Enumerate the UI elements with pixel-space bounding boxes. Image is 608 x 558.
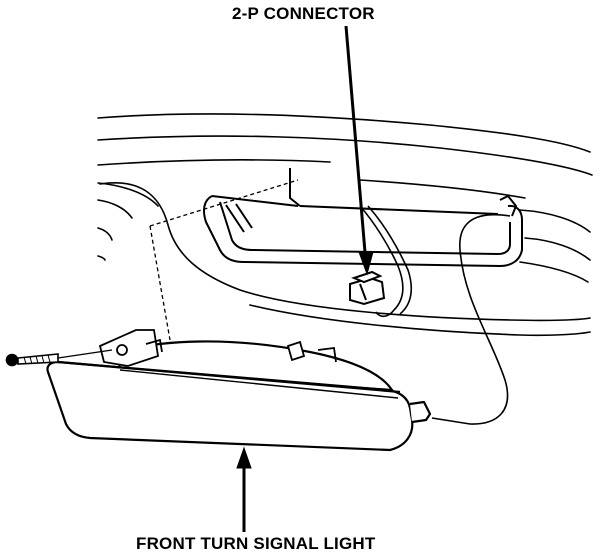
alignment-line-upper	[149, 179, 299, 227]
connector-latch	[359, 283, 367, 301]
turn-signal-arrow-head	[236, 446, 252, 469]
bracket-inner	[219, 201, 511, 255]
screw-alignment-line	[57, 349, 113, 359]
bumper-line-3	[97, 159, 331, 166]
bracket-tab-left	[289, 168, 301, 207]
connector-callout-arrow	[344, 25, 374, 276]
lens-bracket-body	[98, 329, 160, 367]
harness-wire-c	[375, 309, 395, 318]
harness-wire-a	[359, 205, 404, 311]
bumper-lower-edge	[249, 304, 591, 337]
bracket-clip	[145, 338, 163, 353]
screw-head	[5, 353, 19, 367]
harness-wire-b	[367, 205, 413, 315]
bumper-line-2	[97, 135, 593, 176]
bumper-line-6	[97, 227, 113, 241]
housing-clip	[286, 340, 306, 362]
bumper-line-5	[97, 199, 133, 219]
wire-harness	[359, 205, 511, 425]
screw-thread	[23, 354, 51, 365]
turn-signal-callout-label: FRONT TURN SIGNAL LIGHT	[136, 534, 376, 553]
connector-arrow-shaft	[344, 25, 368, 265]
lens-connector-stub	[409, 400, 432, 424]
connector-top	[351, 270, 383, 284]
bracket-shade	[225, 203, 253, 233]
housing-tab	[317, 346, 337, 363]
alignment-lines	[149, 179, 299, 341]
bumper-body	[97, 113, 593, 337]
turn-signal-cable	[431, 214, 511, 425]
connector-callout-label: 2-P CONNECTOR	[232, 4, 375, 23]
bracket-tab-right	[499, 195, 517, 217]
bracket-top-edge	[211, 195, 299, 207]
lens-top-inner	[119, 369, 399, 399]
turn-signal-callout-arrow	[236, 446, 252, 532]
connector-arrow-head	[358, 251, 374, 276]
bumper-mid-line	[359, 179, 526, 199]
bumper-right-line-1	[519, 209, 591, 233]
lens-bracket	[98, 329, 337, 367]
mounting-screw	[5, 349, 113, 367]
two-pin-connector	[349, 270, 386, 306]
bracket-outer	[203, 195, 523, 267]
bumper-line-1	[97, 113, 591, 153]
bracket-top-inner	[299, 205, 499, 215]
alignment-line-left	[149, 225, 171, 341]
bumper-right-line-3	[519, 261, 589, 283]
bumper-recess-outline	[99, 182, 591, 322]
bracket-bolt-hole	[116, 344, 128, 356]
bumper-line-7	[97, 255, 106, 261]
mounting-bracket	[203, 168, 523, 267]
bumper-right-line-2	[524, 237, 591, 261]
lens-top-face	[57, 360, 401, 394]
